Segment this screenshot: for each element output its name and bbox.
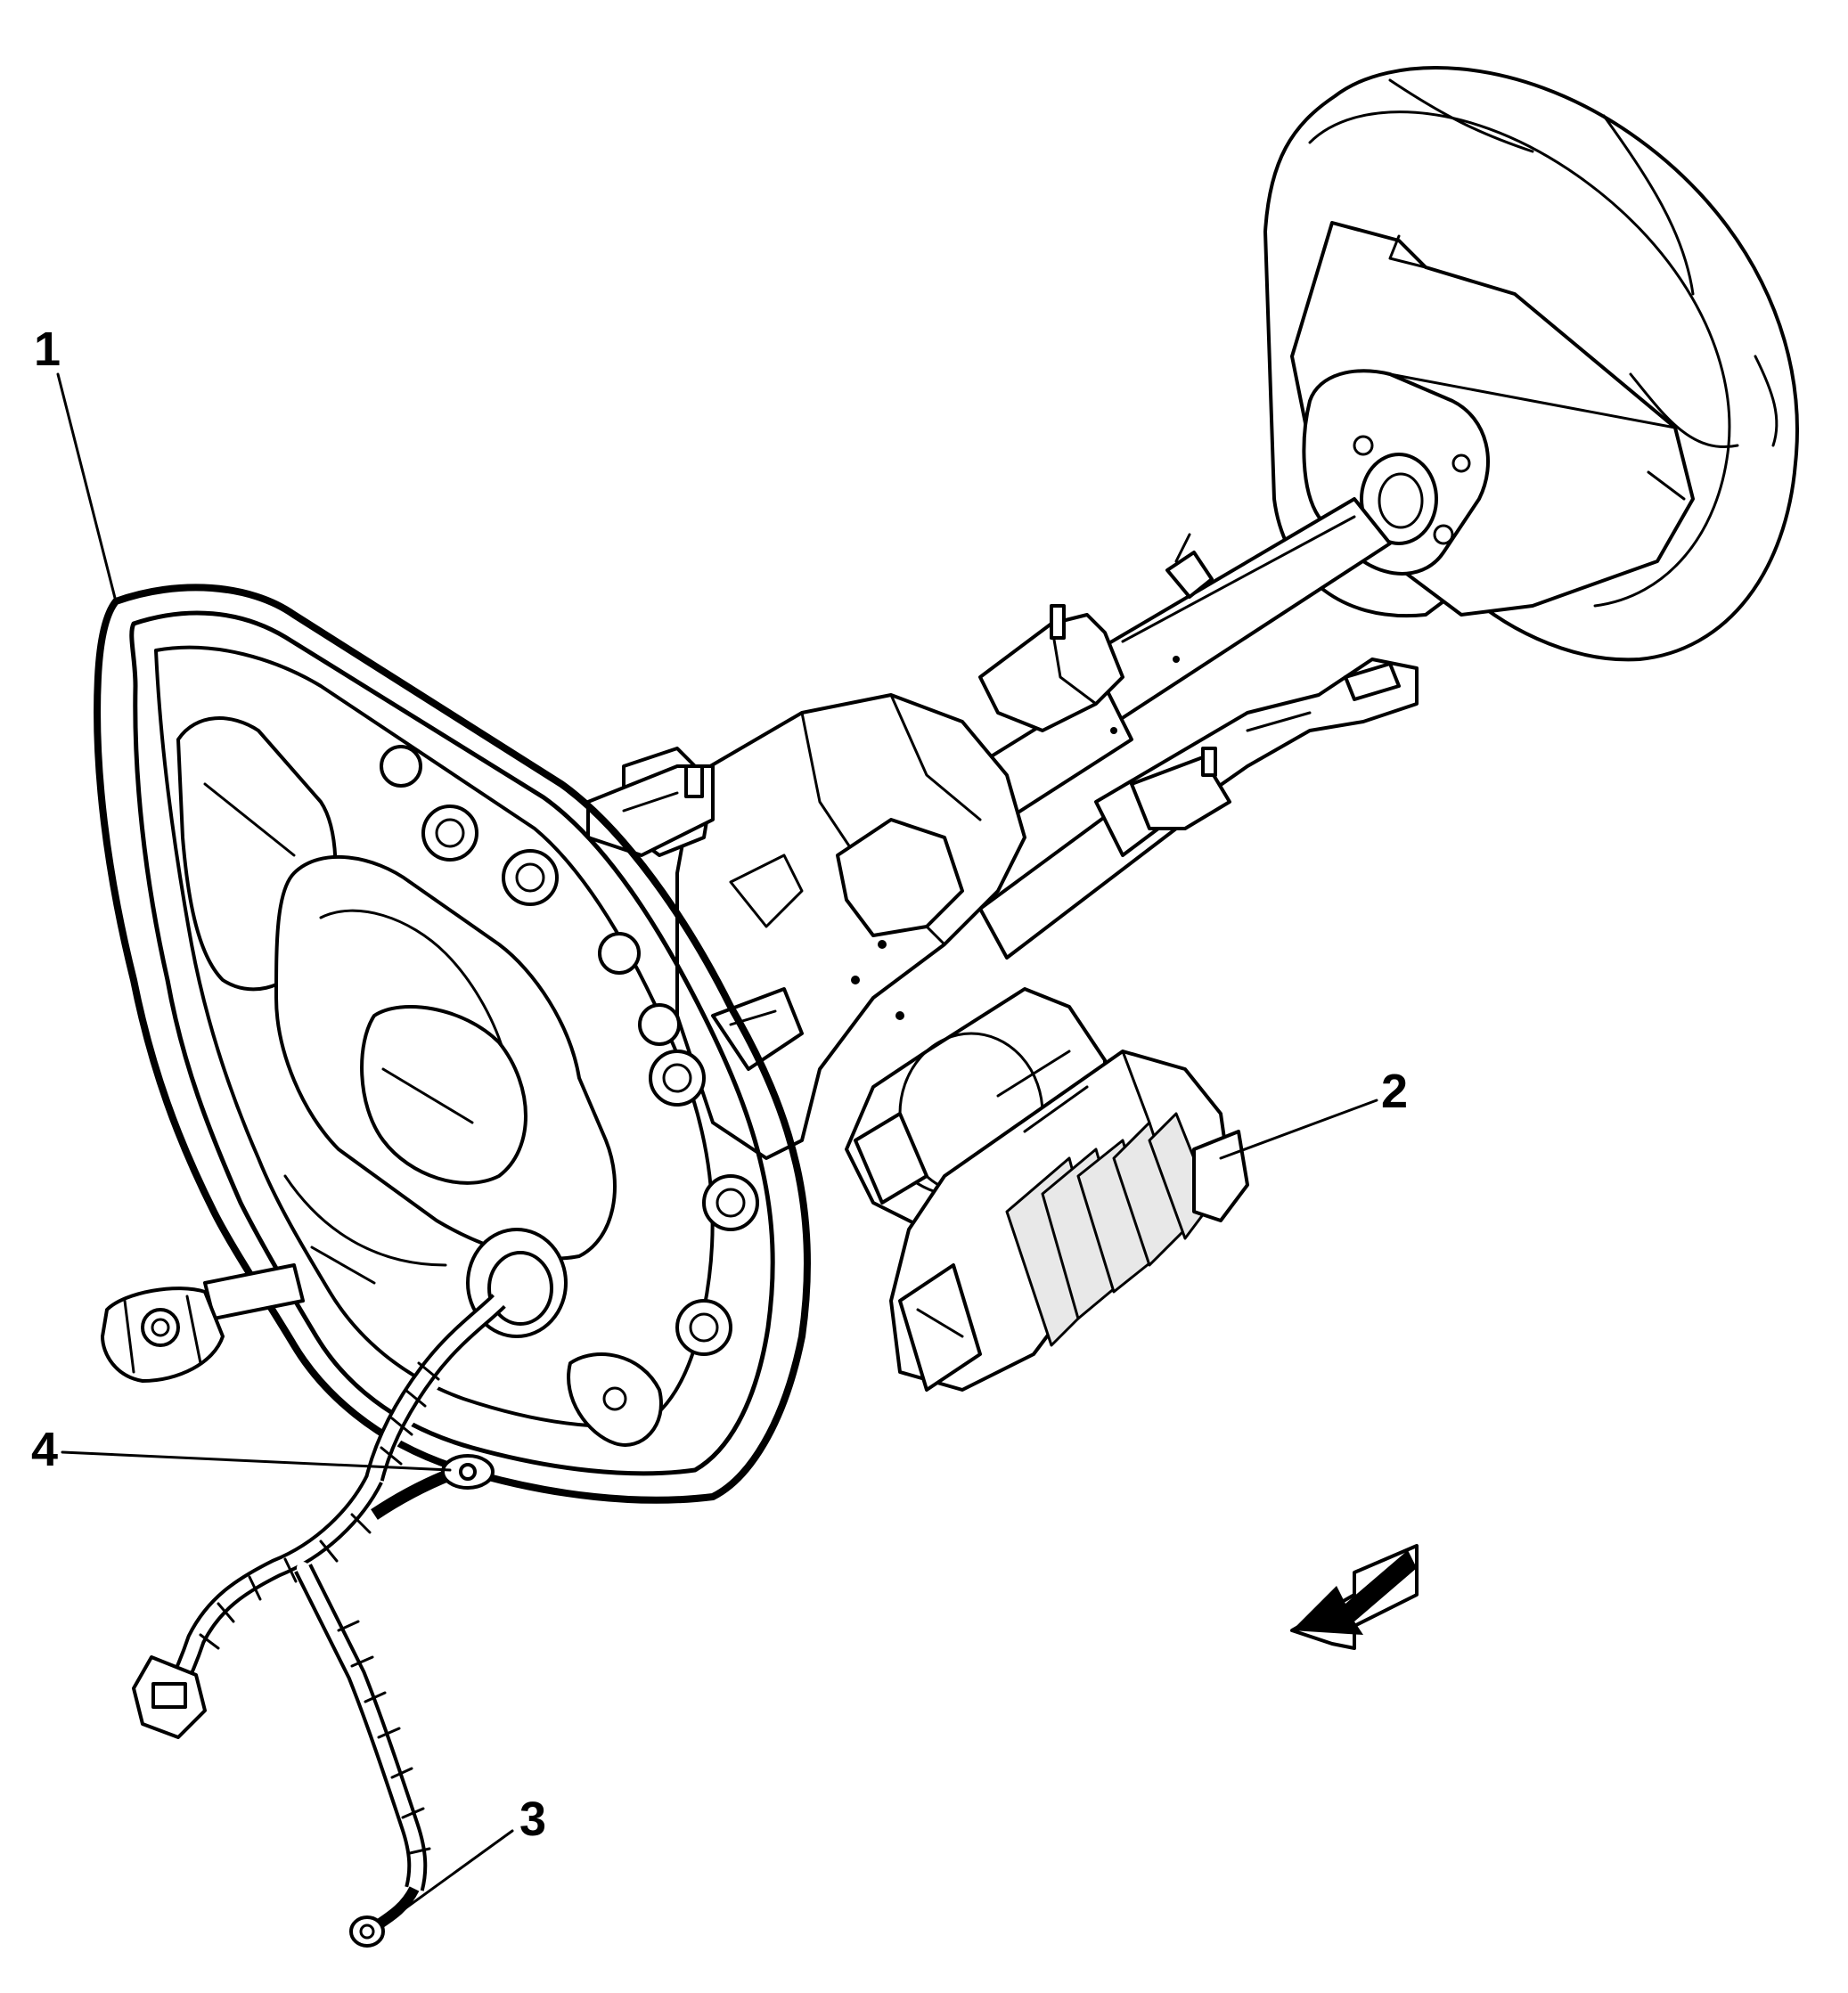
view-direction-arrow-icon [1290, 1544, 1419, 1650]
column-housing [586, 693, 1026, 1160]
steering-column-seal-panel [94, 584, 812, 1504]
callout-4: 4 [31, 1423, 59, 1476]
steering-wheel [1263, 66, 1800, 662]
leader-line-4 [61, 1450, 452, 1472]
leader-lines [56, 372, 1378, 1926]
callout-1: 1 [34, 323, 61, 376]
leader-line-1 [56, 372, 118, 603]
callout-2: 2 [1381, 1065, 1409, 1118]
wiring-harness [132, 1294, 506, 1948]
leader-line-3 [381, 1829, 514, 1926]
column-shaft [916, 497, 1419, 960]
leader-line-2 [1219, 1099, 1378, 1160]
power-steering-motor-module [845, 987, 1249, 1392]
callout-3: 3 [519, 1793, 547, 1846]
intermediate-shaft [101, 1263, 305, 1383]
